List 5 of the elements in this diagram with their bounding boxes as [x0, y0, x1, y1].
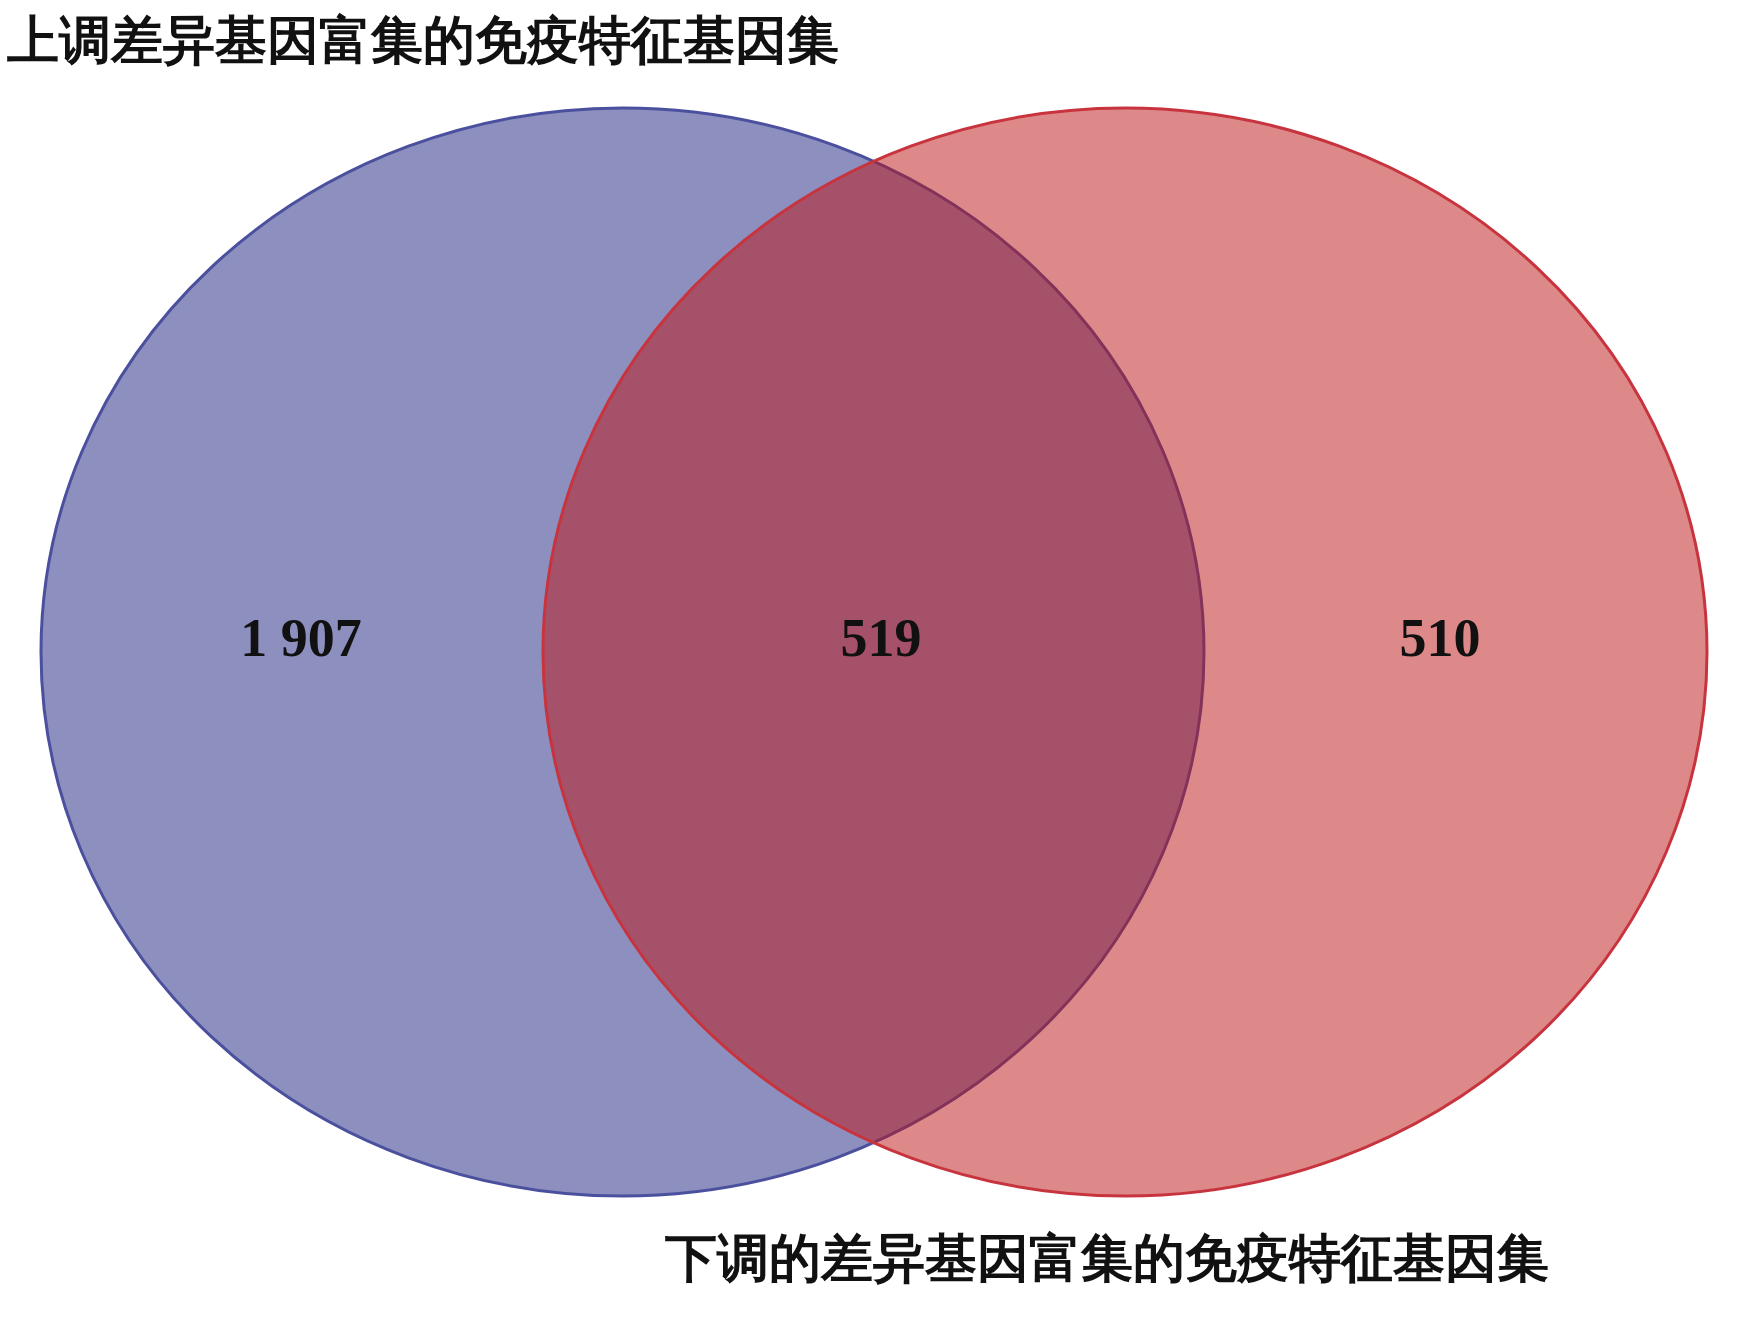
intersection-count: 519	[840, 607, 922, 669]
set-title: 上调差异基因富集的免疫特征基因集	[7, 11, 839, 71]
set-count: 1 907	[240, 607, 362, 669]
set-title: 下调的差异基因富集的免疫特征基因集	[665, 1229, 1549, 1289]
set-count: 510	[1399, 607, 1481, 669]
